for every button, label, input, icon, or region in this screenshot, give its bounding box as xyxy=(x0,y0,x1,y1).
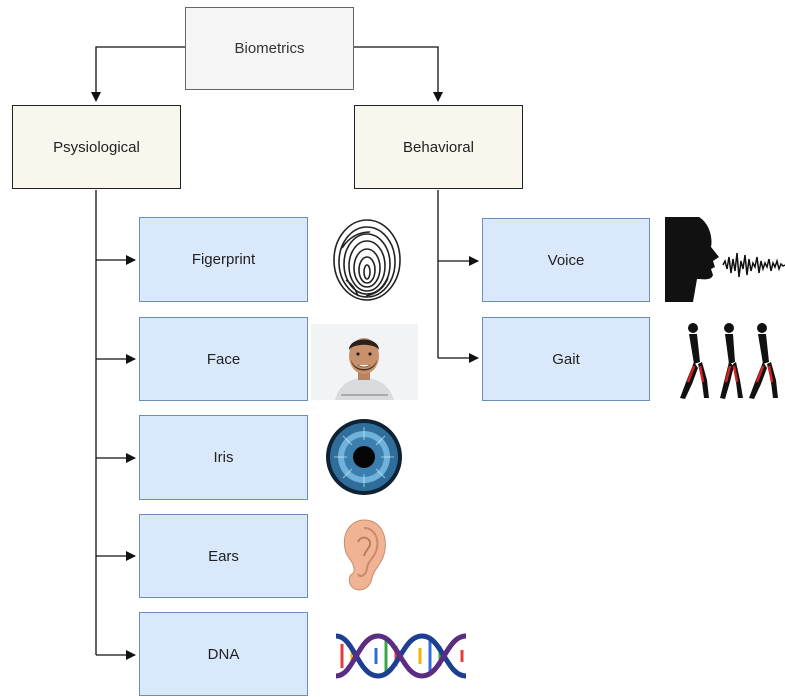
node-gait[interactable]: Gait xyxy=(482,317,650,401)
edge-root-behavioral xyxy=(354,46,443,102)
voice-icon xyxy=(665,217,785,302)
node-biometrics-label: Biometrics xyxy=(234,40,305,57)
ear-icon xyxy=(343,519,386,591)
face-photo xyxy=(311,324,418,400)
node-gait-label: Gait xyxy=(552,350,580,368)
node-voice[interactable]: Voice xyxy=(482,218,650,302)
gait-icon xyxy=(680,323,778,399)
iris-icon xyxy=(326,419,402,495)
node-biometrics[interactable]: Biometrics xyxy=(185,7,354,90)
node-dna-label: DNA xyxy=(207,645,240,663)
edge-root-physiological xyxy=(91,46,185,102)
node-iris[interactable]: Iris xyxy=(139,415,308,500)
node-voice-label: Voice xyxy=(547,251,585,269)
node-behavioral[interactable]: Behavioral xyxy=(354,105,523,189)
node-behavioral-label: Behavioral xyxy=(403,138,474,156)
node-dna[interactable]: DNA xyxy=(139,612,308,696)
node-face-label: Face xyxy=(206,350,241,368)
node-iris-label: Iris xyxy=(213,449,234,466)
node-physiological-label: Psysiological xyxy=(53,138,140,156)
node-ears-label: Ears xyxy=(208,547,239,565)
node-fingerprint-label: Figerprint xyxy=(191,251,256,268)
node-fingerprint[interactable]: Figerprint xyxy=(139,217,308,302)
dna-icon xyxy=(335,633,467,679)
node-physiological[interactable]: Psysiological xyxy=(12,105,181,189)
node-face[interactable]: Face xyxy=(139,317,308,401)
node-ears[interactable]: Ears xyxy=(139,514,308,598)
fingerprint-icon xyxy=(333,219,401,301)
